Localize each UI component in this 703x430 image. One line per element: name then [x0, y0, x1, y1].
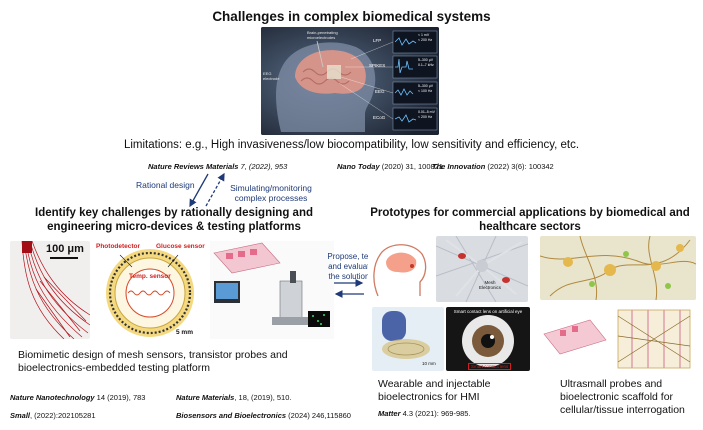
propose-arrows [334, 279, 364, 298]
scale-100um: 100 μm [46, 243, 84, 255]
signal-name-lfp: LFP [373, 38, 382, 43]
right-section-heading: Prototypes for commercial applications b… [370, 207, 690, 233]
citation-journal: Nature Nanotechnology [10, 393, 95, 402]
mesh-probe-image: 100 μm [10, 241, 90, 339]
citation-nat-rev-mat: Nature Reviews Materials 7, (2022), 953 [148, 162, 287, 171]
brain-illustration [261, 27, 439, 135]
brain-label-side: EEG electrode [263, 71, 280, 81]
signal-range-ecog: 0.01–5 mV < 200 Hz [418, 110, 435, 119]
scale-10mm: 10 mm [422, 361, 436, 366]
scale-5mm: 5 mm [176, 329, 193, 336]
testing-platform-drawing [213, 242, 330, 327]
citation-nat-nano: Nature Nanotechnology 14 (2019), 783 [10, 393, 145, 402]
propose-label: Propose, test and evaluate the solutions [327, 252, 375, 281]
signal-name-ecog: ECoG [373, 115, 386, 120]
rational-design-arrow [189, 173, 209, 208]
brain-signals-figure: Brain-penetrating microelectrodes EEG el… [261, 27, 439, 135]
citation-detail: 14 (2019), 783 [94, 393, 146, 402]
citation-detail: , (2022):202105281 [30, 411, 96, 420]
wearable-caption: Wearable and injectable bioelectronics f… [378, 378, 491, 403]
eye-drawing [462, 315, 514, 367]
citation-journal: Nature Reviews Materials [148, 162, 239, 171]
citation-detail: (2020) 31, 100821 [379, 162, 444, 171]
rational-design-label: Rational design [136, 180, 195, 190]
citation-journal: Matter [378, 409, 401, 418]
left-caption: Biomimetic design of mesh sensors, trans… [18, 349, 288, 374]
citation-small: Small, (2022):202105281 [10, 411, 96, 420]
scale-bar-100um [50, 257, 78, 259]
signal-range-lfp: < 1 mV < 200 Hz [418, 33, 433, 42]
ring-sensor-image: Photodetector Glucose sensor Temp. senso… [92, 241, 208, 339]
mesh-probe-drawing [21, 241, 90, 339]
neurons-drawing [540, 236, 696, 300]
testing-platform-image [210, 241, 334, 339]
citation-detail: (2024) 246,115860 [286, 411, 351, 420]
citation-innovation: The Innovation (2022) 3(6): 100342 [432, 162, 554, 171]
injectable-drawing [382, 311, 430, 359]
citation-biosensors: Biosensors and Bioelectronics (2024) 246… [176, 411, 351, 420]
simulating-label: Simulating/monitoring complex processes [230, 183, 312, 203]
simulating-arrow [205, 172, 225, 207]
neuron-mesh-drawing [436, 236, 528, 302]
citation-journal: Nano Today [337, 162, 380, 171]
head-sketch-image [368, 236, 434, 300]
signal-range-eeg: 5–300 µV < 100 Hz [418, 84, 434, 93]
citation-detail: (2022) 3(6): 100342 [485, 162, 554, 171]
citation-nano-today: Nano Today (2020) 31, 100821 [337, 162, 443, 171]
limitations-text: Limitations: e.g., High invasiveness/low… [123, 139, 580, 151]
lens-title-label: Smart contact lens on artificial eye [453, 309, 523, 314]
left-section-heading: Identify key challenges by rationally de… [35, 207, 313, 233]
signal-range-spikes: 5–300 µV 0.1–7 kHz [418, 58, 434, 67]
neurons-image [540, 236, 696, 300]
page-title: Challenges in complex biomedical systems [212, 9, 491, 24]
injectable-image: 10 mm [372, 307, 444, 371]
contact-lens-image: Smart contact lens on artificial eye Sma… [446, 307, 530, 371]
photodetector-label: Photodetector [96, 243, 141, 250]
citation-detail: 7, (2022), 953 [238, 162, 288, 171]
temp-sensor-label: Temp. sensor [129, 273, 171, 280]
citation-journal: Small [10, 411, 31, 420]
ecog-grid [327, 65, 341, 79]
citation-journal: The Innovation [432, 162, 486, 171]
signal-name-spikes: SPIKES [369, 63, 386, 68]
citation-nat-mat: Nature Materials, 18, (2019), 510. [176, 393, 291, 402]
scaffold-image [540, 306, 696, 370]
scaffold-drawing [543, 309, 691, 369]
citation-journal: Biosensors and Bioelectronics [176, 411, 287, 420]
citation-detail: 4.3 (2021): 969-985. [400, 409, 471, 418]
signal-name-eeg: EEG [375, 89, 385, 94]
citation-journal: Nature Materials [176, 393, 235, 402]
citation-detail: , 18, (2019), 510. [234, 393, 292, 402]
citation-matter: Matter 4.3 (2021): 969-985. [378, 409, 471, 418]
probes-caption: Ultrasmall probes and bioelectronic scaf… [560, 378, 685, 416]
design-arrows [189, 172, 225, 208]
head-sketch-drawing [373, 244, 427, 297]
neuron-mesh-image: Mesh Electronics [436, 236, 528, 302]
smart-lens-label: Smart contact lens [468, 363, 512, 370]
brain-label-top: Brain-penetrating microelectrodes [307, 30, 338, 40]
mesh-electronics-label: Mesh Electronics [478, 280, 501, 290]
ring-sensor-drawing [106, 249, 194, 337]
glucose-sensor-label: Glucose sensor [156, 243, 205, 250]
